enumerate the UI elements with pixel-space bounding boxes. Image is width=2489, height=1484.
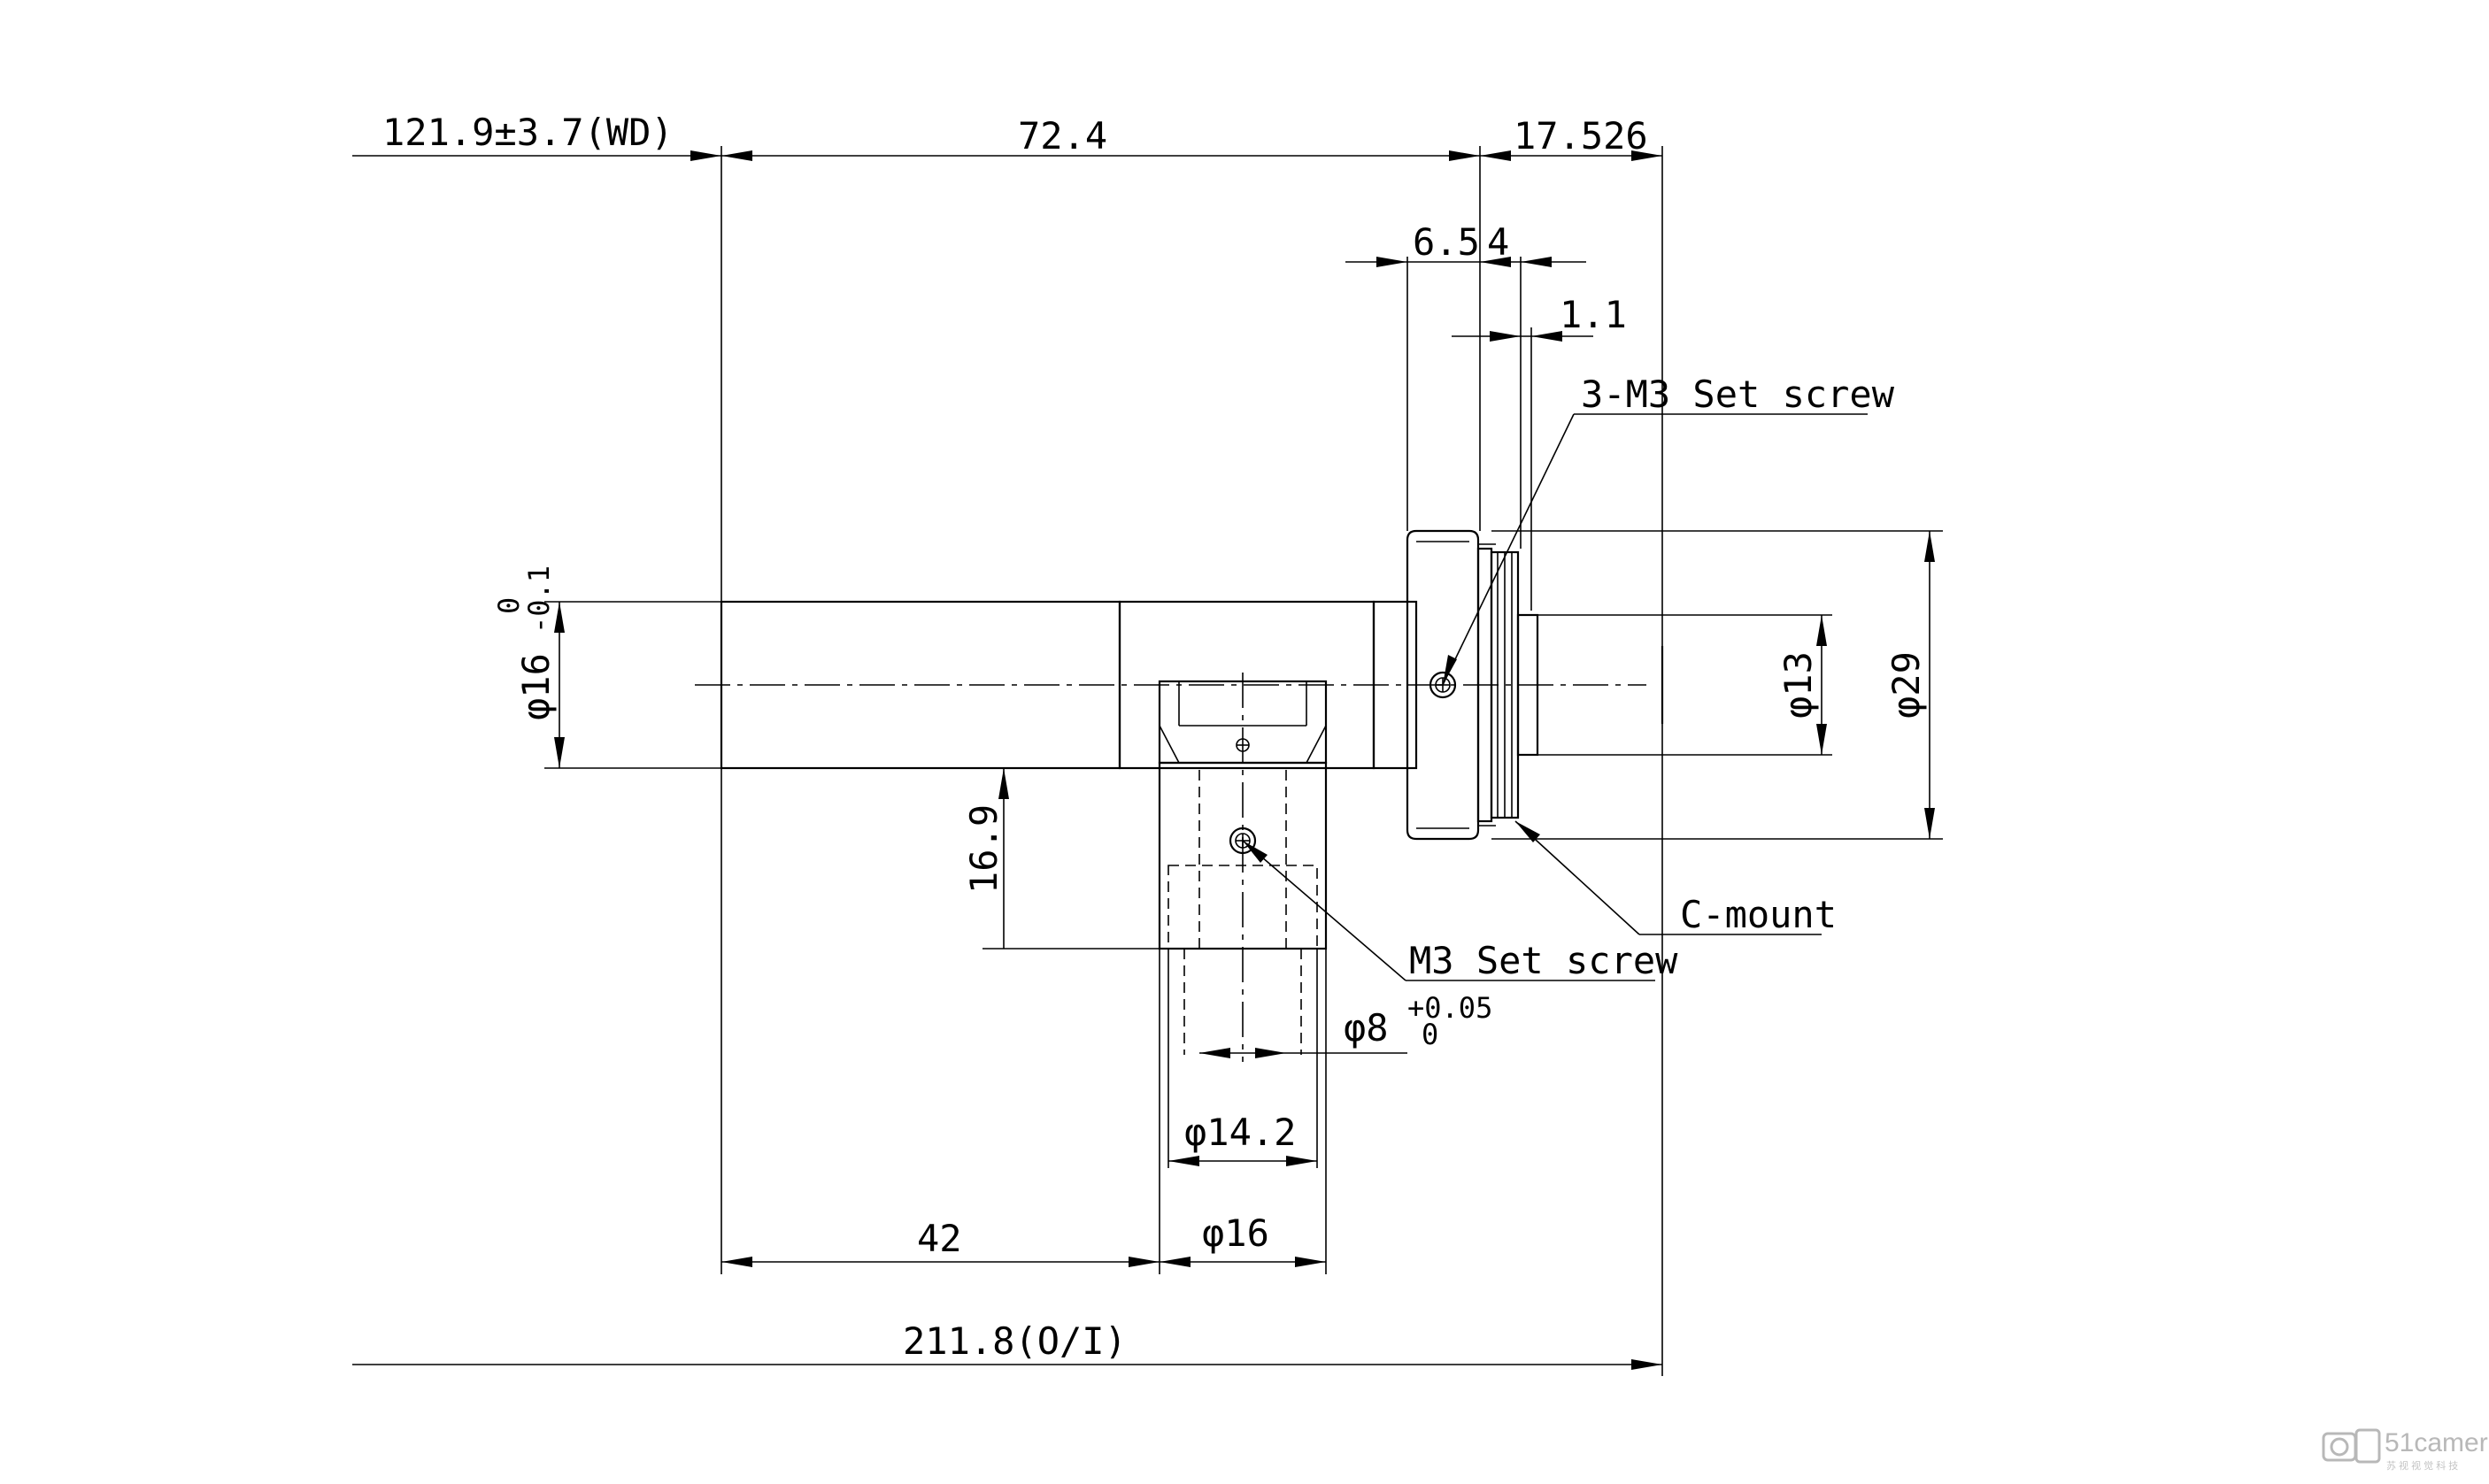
front-dia-tol-upper: 0 xyxy=(492,597,526,614)
callout-m3-set-screw: M3 Set screw xyxy=(1409,939,1678,982)
dimension-labels: 121.9±3.7(WD) 72.4 17.526 6.5 4 1.1 3-M3… xyxy=(382,111,1928,1363)
dim-total-length-label: 211.8(O/I) xyxy=(903,1319,1127,1363)
svg-text:φ13: φ13 xyxy=(1776,651,1820,719)
mount-inner-dia-value: 13 xyxy=(1776,651,1820,696)
front-dia-value: 16 xyxy=(514,653,558,698)
front-dia-tol-lower: -0.1 xyxy=(522,565,556,634)
callout-3m3-set-screw: 3-M3 Set screw xyxy=(1581,373,1895,416)
leader-lines xyxy=(1242,413,1868,981)
camera-logo-icon xyxy=(2322,1428,2381,1464)
dim-port-height-label: 16.9 xyxy=(962,804,1006,894)
illumination-port xyxy=(1158,680,1328,1055)
dim-ring-width-label: 6.5 xyxy=(1413,220,1480,264)
mount-outer-dia-value: 29 xyxy=(1884,651,1928,696)
bore-dia-value: 8 xyxy=(1366,1006,1388,1050)
watermark-brand: 51camera xyxy=(2385,1428,2489,1457)
svg-text:φ14.2: φ14.2 xyxy=(1184,1111,1296,1154)
dim-flange-gap-label: 1.1 xyxy=(1560,293,1627,336)
mount-inner-dia-symbol: φ xyxy=(1776,696,1820,719)
port-inner-dia-value: 14.2 xyxy=(1206,1111,1296,1154)
svg-text:φ16: φ16 xyxy=(1202,1211,1269,1255)
svg-text:φ16: φ16 xyxy=(514,653,558,720)
watermark: 51camera 苏 视 视 觉 科 技 xyxy=(2322,1428,2489,1472)
dim-mount-length-label: 17.526 xyxy=(1514,114,1648,158)
dim-ring-offset-label: 4 xyxy=(1487,220,1509,264)
port-inner-dia-symbol: φ xyxy=(1184,1111,1206,1154)
svg-text:φ29: φ29 xyxy=(1884,651,1928,719)
front-dia-symbol: φ xyxy=(514,698,558,720)
watermark-sub: 苏 视 视 觉 科 技 xyxy=(2386,1459,2458,1472)
mount-outer-dia-symbol: φ xyxy=(1884,696,1928,719)
dimension-lines xyxy=(352,150,1935,1370)
callout-c-mount: C-mount xyxy=(1680,893,1837,936)
bore-dia-symbol: φ xyxy=(1344,1006,1366,1050)
port-dia-symbol: φ xyxy=(1202,1211,1224,1255)
dim-wd-label: 121.9±3.7(WD) xyxy=(382,111,674,154)
bore-tol-lower: 0 xyxy=(1422,1018,1438,1051)
dim-body-length-label: 72.4 xyxy=(1018,114,1107,158)
svg-text:φ8: φ8 xyxy=(1344,1006,1389,1050)
port-dia-value: 16 xyxy=(1224,1211,1269,1255)
bore-tol-upper: +0.05 xyxy=(1407,991,1492,1025)
extension-lines xyxy=(544,146,1943,1376)
dim-port-position-label: 42 xyxy=(917,1217,962,1260)
